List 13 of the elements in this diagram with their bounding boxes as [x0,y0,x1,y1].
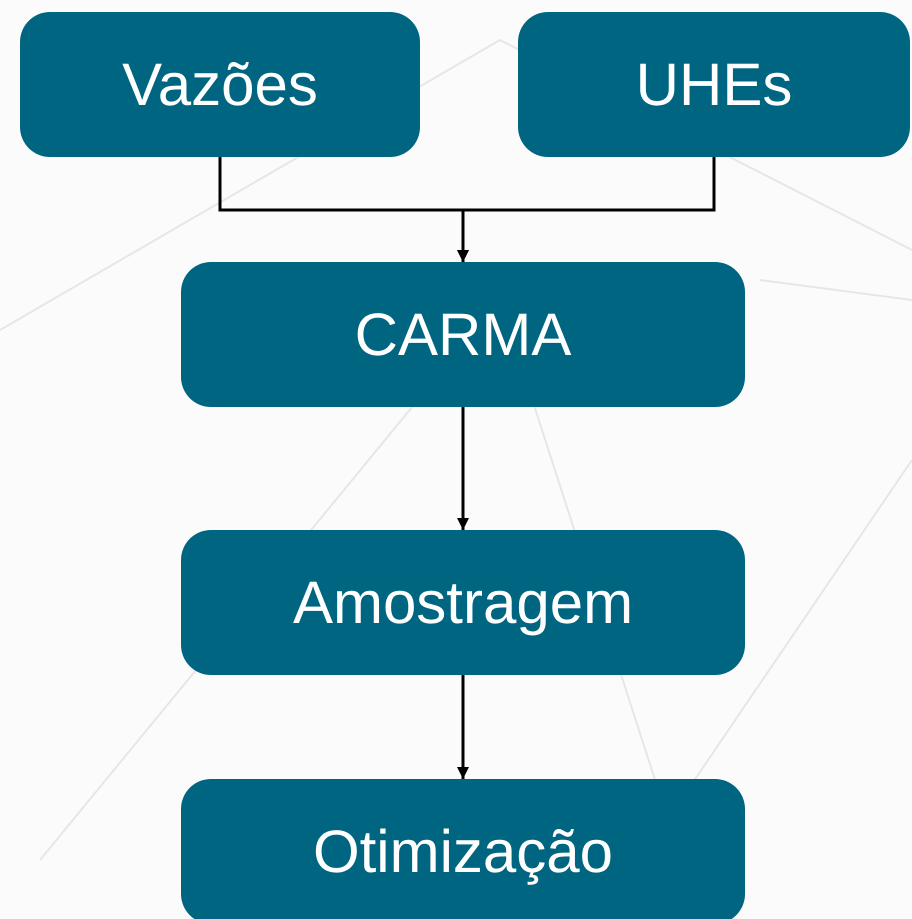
box-label: UHEs [636,50,792,119]
arrow [457,675,469,779]
arrow [457,407,469,530]
process-box [518,12,910,157]
box-label: Amostragem [292,568,634,637]
box-label: Vazões [122,50,318,119]
process-box [181,530,745,675]
box-label: Otimização [312,817,614,886]
process-box [181,779,745,919]
process-box [20,12,420,157]
arrow [457,157,716,262]
box-label: CARMA [354,300,572,369]
process-box [181,262,745,407]
